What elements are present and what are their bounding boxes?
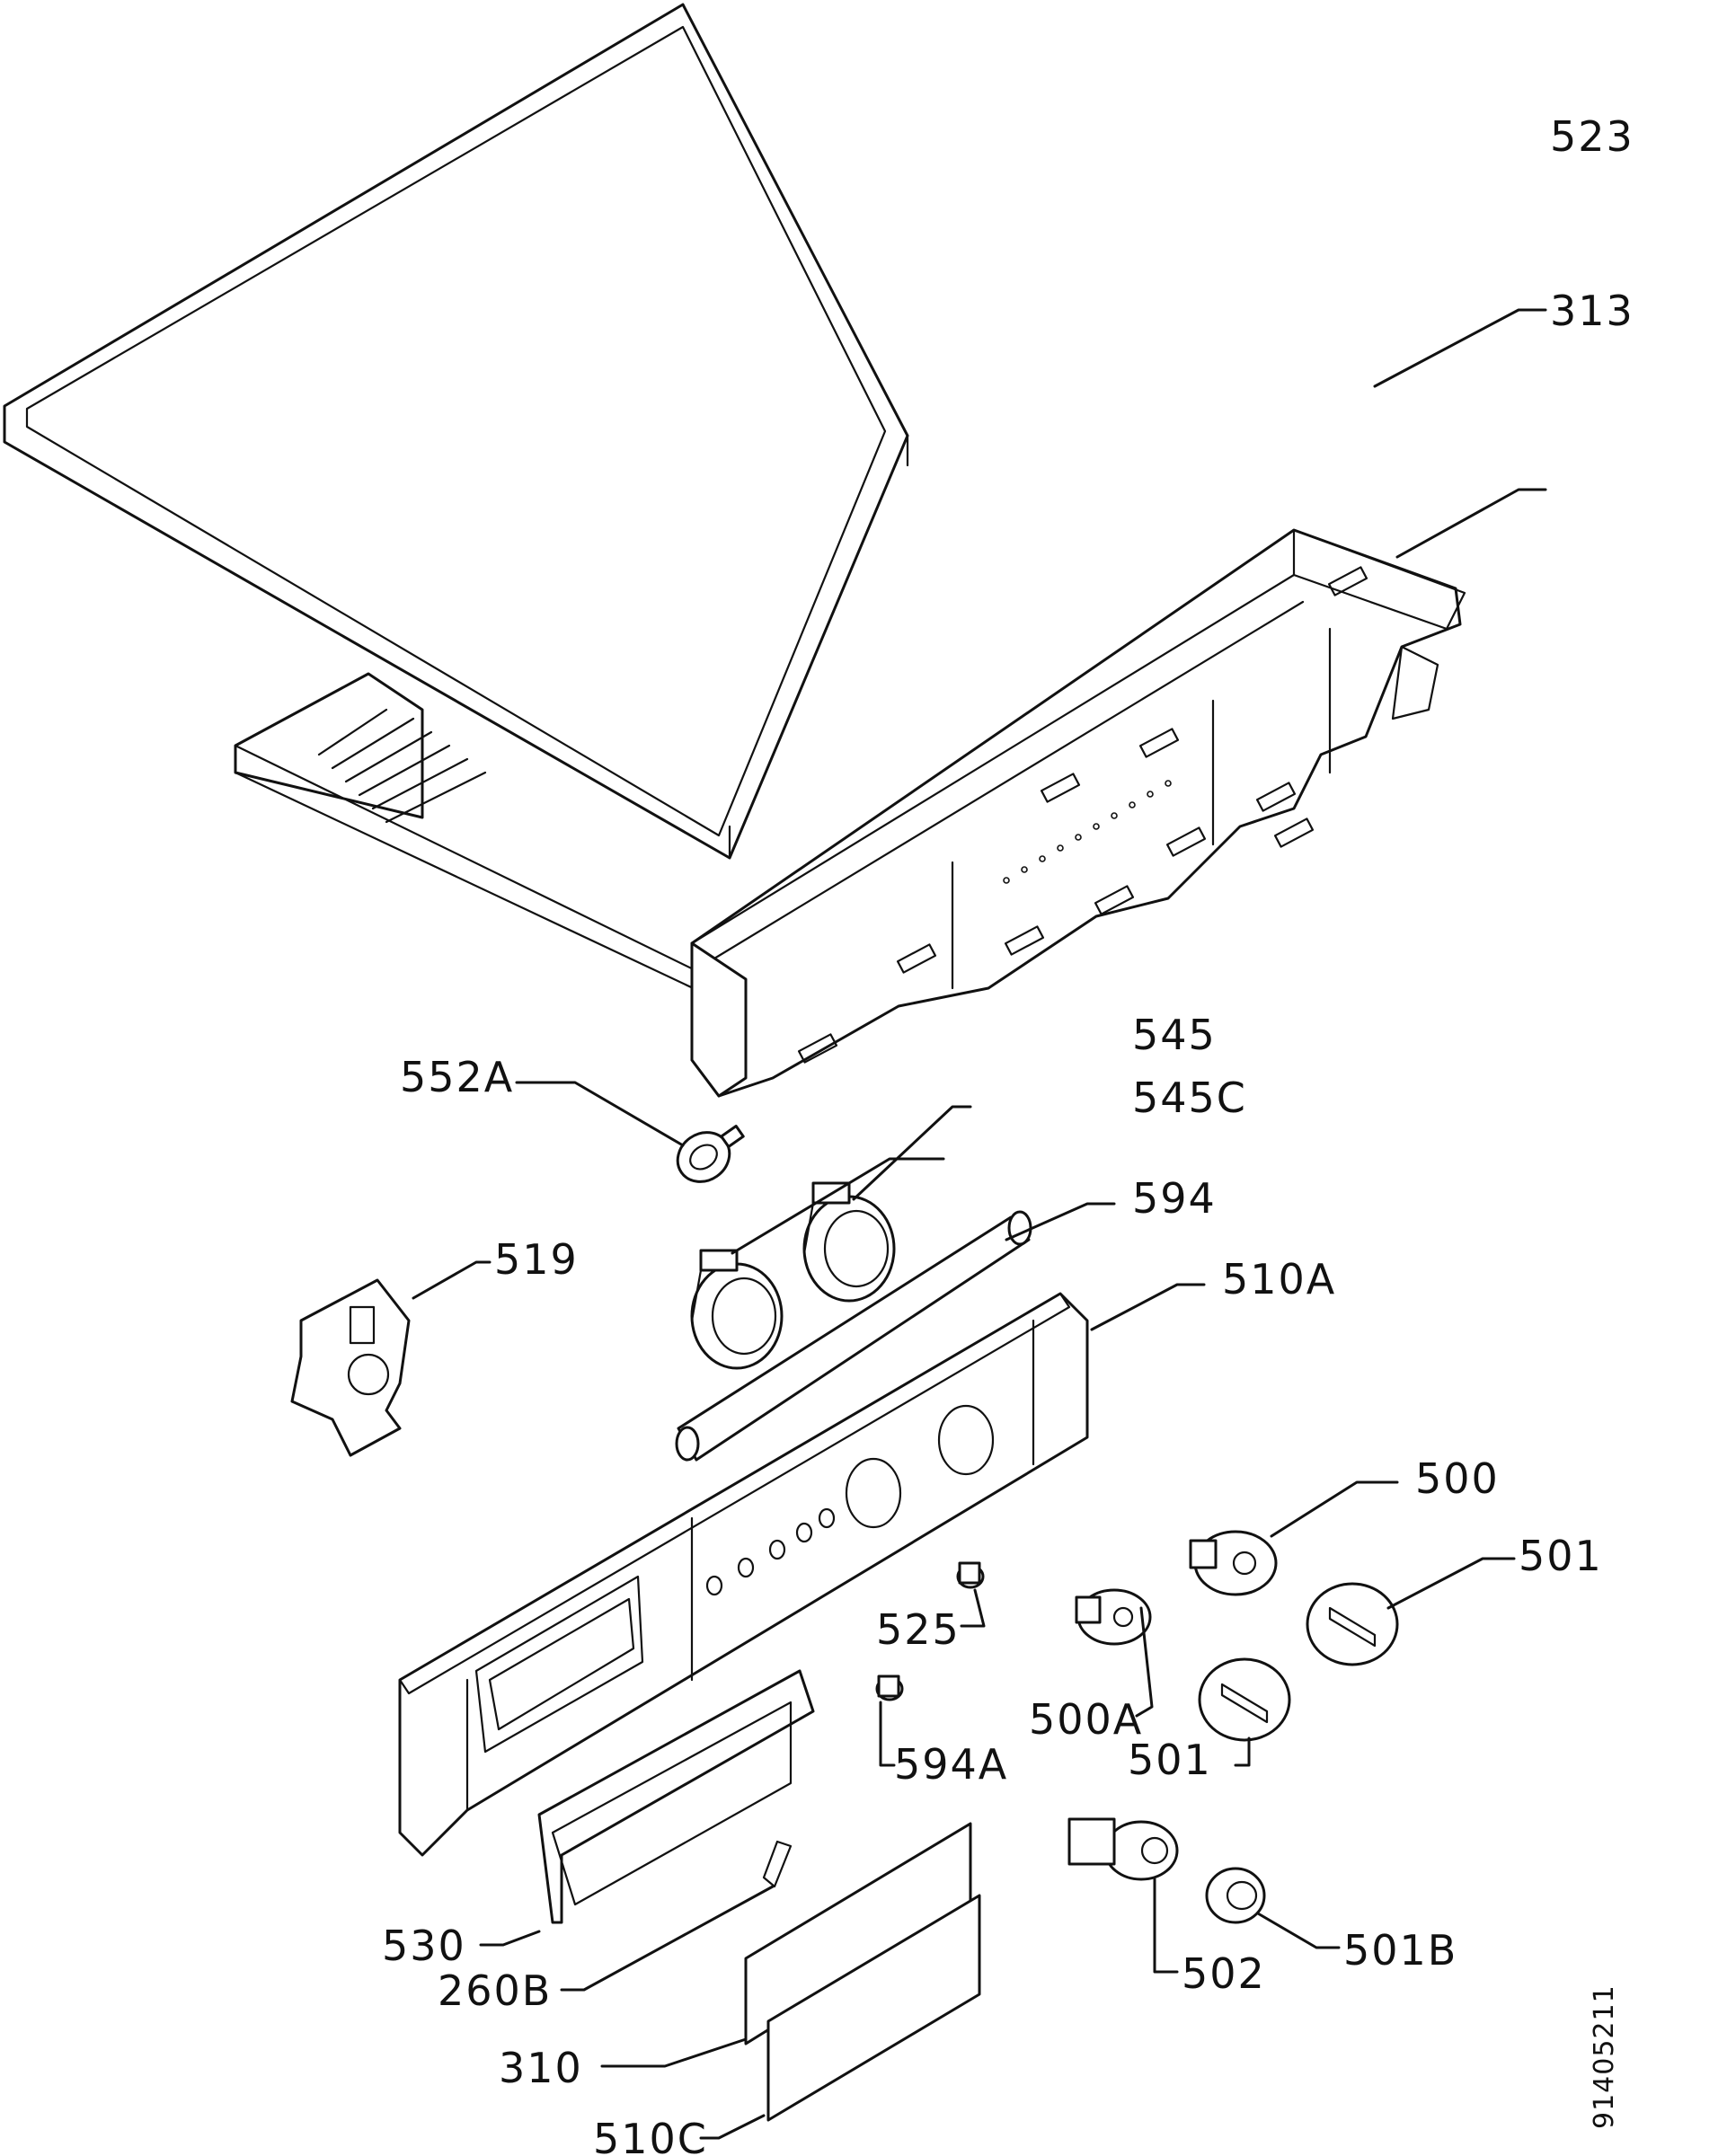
document-number: 91405211 xyxy=(1589,1984,1620,2129)
callout-525: 525 xyxy=(876,1605,961,1654)
part-500-switch xyxy=(1189,1530,1278,1596)
callout-545c: 545C xyxy=(1132,1074,1247,1122)
part-501-knob-top xyxy=(1306,1582,1399,1666)
callout-313: 313 xyxy=(1550,287,1634,335)
part-594-indicator-strip xyxy=(675,1210,1032,1462)
callout-501-mid: 501 xyxy=(1128,1736,1212,1784)
callout-510c: 510C xyxy=(593,2115,708,2156)
callout-510a: 510A xyxy=(1222,1255,1336,1303)
part-594a-lens xyxy=(875,1674,904,1701)
callout-labels: 313 523 545 545C 552A 594 519 510A 500 5… xyxy=(382,112,1634,2156)
callout-501-top: 501 xyxy=(1519,1532,1603,1580)
callout-545: 545 xyxy=(1132,1011,1217,1059)
part-519-bracket xyxy=(290,1278,411,1457)
callout-594a: 594A xyxy=(894,1740,1008,1789)
part-525-lens xyxy=(956,1561,985,1589)
part-501b-knob-small xyxy=(1205,1867,1266,1924)
part-510c-fascia-plate xyxy=(766,1894,981,2122)
callout-523: 523 xyxy=(1550,112,1634,161)
part-530-drawer-handle xyxy=(537,1669,815,1924)
frame-slots xyxy=(797,566,1368,1064)
callout-500: 500 xyxy=(1415,1454,1500,1503)
part-510a-control-panel xyxy=(398,1292,1089,1857)
part-313-top-lid xyxy=(3,3,909,860)
part-500a-switch xyxy=(1075,1588,1152,1646)
callout-519: 519 xyxy=(494,1235,579,1284)
callout-310: 310 xyxy=(499,2044,583,2092)
part-501-knob-mid xyxy=(1198,1657,1291,1742)
leader-lines xyxy=(412,308,1547,2140)
part-260b-clip xyxy=(762,1840,793,1888)
callout-502: 502 xyxy=(1182,1949,1266,1998)
callout-530: 530 xyxy=(382,1922,466,1970)
callout-260b: 260B xyxy=(438,1966,552,2015)
callout-594: 594 xyxy=(1132,1174,1217,1223)
part-545-knob-holder xyxy=(690,1249,784,1370)
part-523-control-frame xyxy=(234,528,1466,1098)
part-502-switch xyxy=(1067,1817,1179,1881)
callout-501b: 501B xyxy=(1343,1926,1457,1975)
frame-holes xyxy=(1003,780,1172,884)
callout-552a: 552A xyxy=(400,1053,514,1101)
vent-slots xyxy=(317,708,487,824)
callout-500a: 500A xyxy=(1029,1695,1143,1744)
part-552a-grommet xyxy=(676,1125,745,1183)
part-545c-knob-holder xyxy=(802,1181,896,1303)
